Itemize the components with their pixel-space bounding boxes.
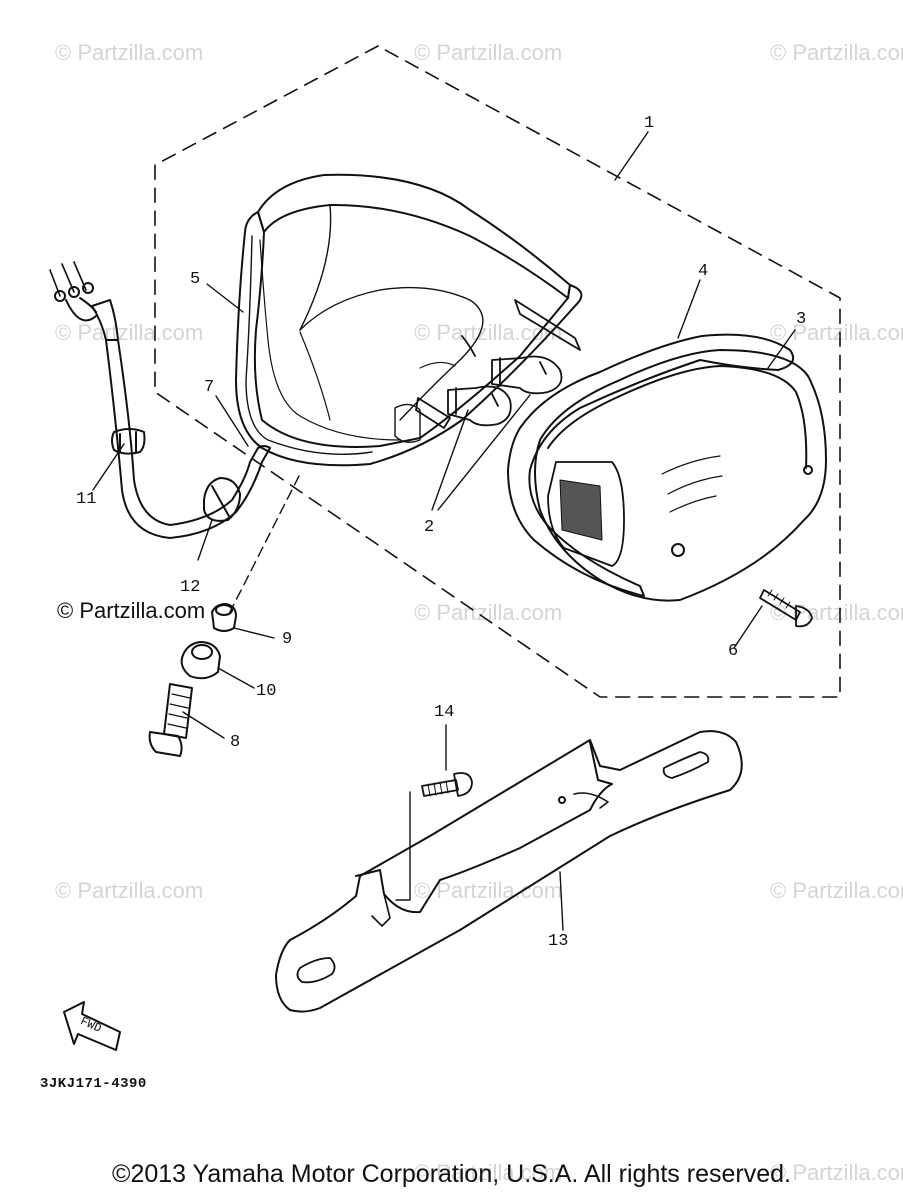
watermark: © Partzilla.com: [414, 1160, 563, 1185]
callout-5: 5: [190, 270, 201, 289]
leader-line-9: [233, 627, 275, 639]
bracket-screw: [421, 772, 473, 797]
leader-line-9-dash: [227, 475, 300, 617]
leader-line-10: [217, 667, 255, 689]
damper-cushion: [180, 641, 221, 680]
leader-line-14-bracket: [395, 791, 411, 901]
copyright-notice: ©2013 Yamaha Motor Corporation, U.S.A. A…: [112, 1160, 791, 1188]
watermark: © Partzilla.com: [770, 320, 903, 345]
leader-line-2a: [431, 409, 469, 511]
leader-line-6: [733, 605, 763, 649]
leader-line-2b: [437, 394, 531, 511]
forward-arrow-icon: [63, 1001, 121, 1051]
callout-9: 9: [282, 630, 293, 649]
leader-line-12: [197, 519, 213, 561]
watermark: © Partzilla.com: [770, 600, 903, 625]
callout-1: 1: [644, 114, 655, 133]
watermark-strong: © Partzilla.com: [57, 598, 206, 623]
callout-4: 4: [698, 262, 709, 281]
lens-screw: [759, 589, 813, 628]
leader-line-8: [182, 711, 225, 739]
callout-13: 13: [548, 932, 569, 951]
diagram-part-number: 3JKJ171-4390: [40, 1076, 147, 1092]
watermark: © Partzilla.com: [770, 878, 903, 903]
callout-11: 11: [76, 490, 97, 509]
watermark: © Partzilla.com: [55, 40, 204, 65]
callout-12: 12: [180, 578, 201, 597]
grommet: [111, 428, 146, 455]
assembly-boundary: [154, 45, 841, 698]
mounting-stud: [415, 299, 581, 429]
watermark: © Partzilla.com: [55, 878, 204, 903]
leader-line-4: [677, 279, 701, 339]
leader-line-7: [215, 395, 249, 447]
leader-line-3: [767, 329, 796, 369]
watermark: © Partzilla.com: [770, 40, 903, 65]
lamp-housing: [235, 173, 583, 467]
lens-gasket: [507, 333, 794, 597]
callout-8: 8: [230, 733, 241, 752]
callout-3: 3: [796, 310, 807, 329]
callout-2: 2: [424, 518, 435, 537]
collar: [211, 603, 237, 632]
bulb: [447, 385, 512, 427]
watermark: © Partzilla.com: [414, 40, 563, 65]
callout-10: 10: [256, 682, 277, 701]
bolt: [148, 683, 193, 757]
license-bracket: [275, 730, 743, 1013]
callout-6: 6: [728, 642, 739, 661]
leader-line-5: [206, 283, 244, 313]
leader-line-13: [559, 871, 564, 931]
wire-clamp: [203, 477, 241, 522]
bulb: [491, 355, 563, 395]
tail-lens: [534, 349, 827, 602]
watermark: © Partzilla.com: [55, 320, 204, 345]
leader-line-1: [614, 131, 649, 181]
callout-7: 7: [204, 378, 215, 397]
watermark: © Partzilla.com: [770, 1160, 903, 1185]
callout-14: 14: [434, 703, 455, 722]
wire-harness: [49, 261, 271, 539]
